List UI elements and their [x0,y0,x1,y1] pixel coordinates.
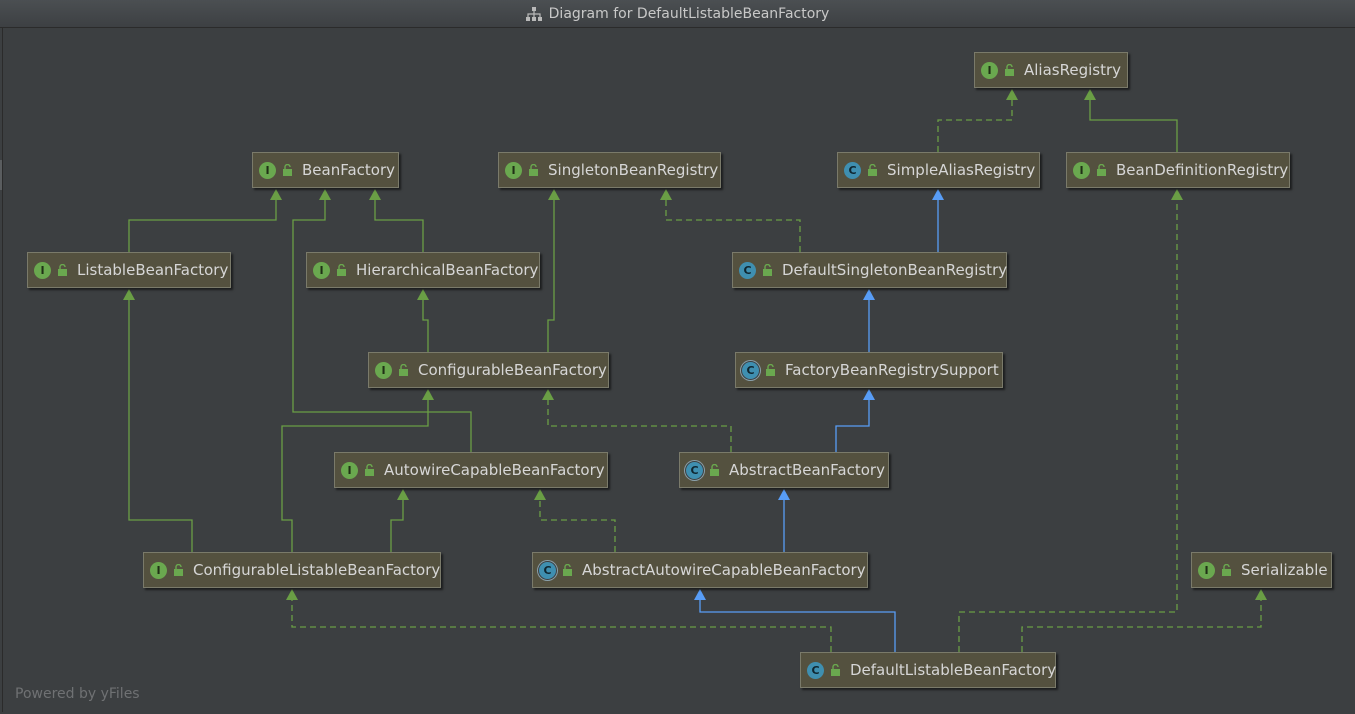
node-label: ListableBeanFactory [77,261,229,279]
node-label: AutowireCapableBeanFactory [384,461,605,479]
node-label: DefaultSingletonBeanRegistry [782,261,1008,279]
public-access-icon [57,264,68,276]
node-default-singleton-bean-registry[interactable]: C DefaultSingletonBeanRegistry [732,252,1007,288]
interface-icon: I [981,61,998,79]
edge-simplealiasregistry-aliasregistry [937,89,1018,152]
edge-abstractbeanfactory-factorybeanregistrysupport [835,389,875,452]
public-access-icon [173,564,184,576]
node-singleton-bean-registry[interactable]: I SingletonBeanRegistry [498,152,721,188]
public-access-icon [1096,164,1107,176]
powered-by-label: Powered by yFiles [15,686,140,702]
public-access-icon [867,164,878,176]
edge-defaultlistablebeanfactory-abstractautowirecapablebeanfactory [694,589,896,652]
node-serializable[interactable]: I Serializable [1191,552,1332,588]
public-access-icon [364,464,375,476]
node-configurable-bean-factory[interactable]: I ConfigurableBeanFactory [368,352,609,388]
abstract-class-icon: C [742,361,759,379]
node-autowire-capable-bean-factory[interactable]: I AutowireCapableBeanFactory [334,452,608,488]
abstract-class-icon: C [539,561,556,579]
interface-icon: I [505,161,522,179]
node-label: Serializable [1241,561,1328,579]
interface-icon: I [375,361,392,379]
edge-beandefinitionregistry-aliasregistry [1084,89,1178,152]
public-access-icon [336,264,347,276]
left-edge-marker [0,160,2,190]
abstract-class-icon: C [686,461,703,479]
node-label: FactoryBeanRegistrySupport [785,361,999,379]
edge-autowirecapablebeanfactory-beanfactory [292,189,472,452]
public-access-icon [1004,64,1015,76]
node-abstract-autowire-capable-bean-factory[interactable]: C AbstractAutowireCapableBeanFactory [532,552,868,588]
edge-listablebeanfactory-beanfactory [128,189,282,252]
class-icon: C [739,261,756,279]
class-icon: C [844,161,861,179]
edge-defaultlistablebeanfactory-serializable [1021,589,1267,652]
node-listable-bean-factory[interactable]: I ListableBeanFactory [27,252,231,288]
edge-configurablelistablebeanfactory-autowirecapablebeanfactory [390,489,409,552]
interface-icon: I [1073,161,1090,179]
edge-configurablelistablebeanfactory-configurablebeanfactory [281,389,434,552]
public-access-icon [282,164,293,176]
public-access-icon [762,264,773,276]
node-label: BeanFactory [302,161,396,179]
node-alias-registry[interactable]: I AliasRegistry [974,52,1128,88]
interface-icon: I [34,261,51,279]
node-bean-factory[interactable]: I BeanFactory [252,152,399,188]
edge-defaultlistablebeanfactory-beandefinitionregistry [958,189,1183,652]
public-access-icon [1221,564,1232,576]
interface-icon: I [259,161,276,179]
interface-icon: I [150,561,167,579]
node-abstract-bean-factory[interactable]: C AbstractBeanFactory [679,452,889,488]
public-access-icon [709,464,720,476]
diagram-icon [525,6,542,21]
node-bean-definition-registry[interactable]: I BeanDefinitionRegistry [1066,152,1290,188]
node-simple-alias-registry[interactable]: C SimpleAliasRegistry [837,152,1040,188]
node-hierarchical-bean-factory[interactable]: I HierarchicalBeanFactory [306,252,540,288]
node-label: ConfigurableBeanFactory [418,361,607,379]
public-access-icon [562,564,573,576]
interface-icon: I [313,261,330,279]
node-default-listable-bean-factory[interactable]: C DefaultListableBeanFactory [800,652,1056,688]
public-access-icon [830,664,841,676]
public-access-icon [398,364,409,376]
node-label: AliasRegistry [1024,61,1122,79]
public-access-icon [528,164,539,176]
window-title-bar: Diagram for DefaultListableBeanFactory [0,0,1355,28]
public-access-icon [765,364,776,376]
node-label: BeanDefinitionRegistry [1116,161,1289,179]
node-label: AbstractAutowireCapableBeanFactory [582,561,866,579]
edge-configurablebeanfactory-singletonbeanregistry [547,189,560,352]
node-label: AbstractBeanFactory [729,461,885,479]
node-factory-bean-registry-support[interactable]: C FactoryBeanRegistrySupport [735,352,1003,388]
node-label: SingletonBeanRegistry [548,161,719,179]
interface-icon: I [1198,561,1215,579]
edge-hierarchicalbeanfactory-beanfactory [369,189,424,252]
window-title: Diagram for DefaultListableBeanFactory [548,5,830,22]
node-configurable-listable-bean-factory[interactable]: I ConfigurableListableBeanFactory [143,552,441,588]
node-label: SimpleAliasRegistry [887,161,1036,179]
edge-abstractautowirecapablebeanfactory-autowirecapablebeanfactory [534,489,616,552]
node-label: DefaultListableBeanFactory [850,661,1057,679]
node-label: HierarchicalBeanFactory [356,261,539,279]
diagram-canvas[interactable] [2,28,1354,712]
node-label: ConfigurableListableBeanFactory [193,561,441,579]
interface-icon: I [341,461,358,479]
edge-defaultsingletonbeanregistry-singletonbeanregistry [660,189,801,252]
edge-configurablelistablebeanfactory-listablebeanfactory [123,289,193,552]
edge-defaultlistablebeanfactory-configurablelistablebeanfactory [286,589,832,652]
edge-abstractbeanfactory-configurablebeanfactory [542,389,732,452]
edge-configurablebeanfactory-hierarchicalbeanfactory [417,289,429,352]
class-icon: C [807,661,824,679]
